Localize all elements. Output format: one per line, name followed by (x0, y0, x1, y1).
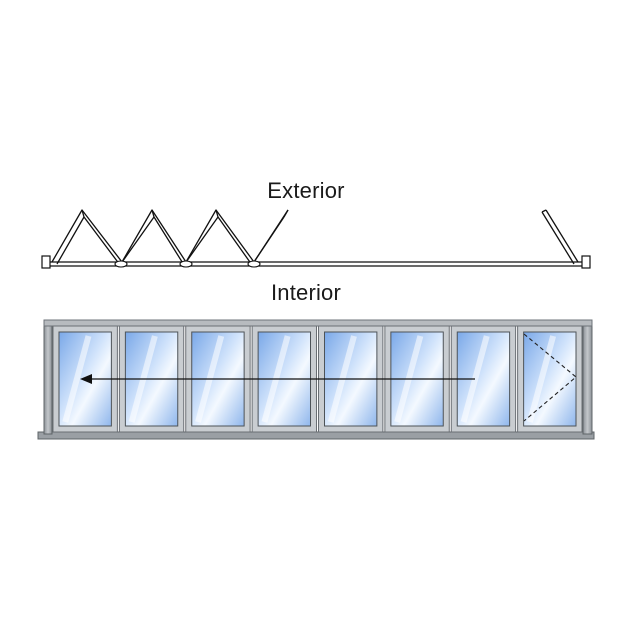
sill (37, 431, 595, 440)
slide-direction-arrow (80, 374, 475, 384)
exterior-label: Exterior (267, 178, 345, 203)
glass-reflection (527, 335, 557, 423)
glass-reflection (62, 335, 92, 423)
plan-hinges (114, 260, 261, 268)
elevation-view (37, 319, 595, 440)
head-frame (43, 319, 593, 327)
plan-right-jamb (581, 255, 591, 269)
plan-swing-panel (541, 209, 579, 265)
folded-panel-stack (51, 209, 289, 266)
right-jamb (582, 319, 593, 435)
left-jamb (43, 319, 53, 435)
interior-label: Interior (270, 280, 342, 305)
swing-indicator (523, 333, 577, 422)
plan-view (41, 209, 591, 269)
plan-left-jamb (41, 255, 51, 269)
glass-reflection (460, 335, 490, 423)
